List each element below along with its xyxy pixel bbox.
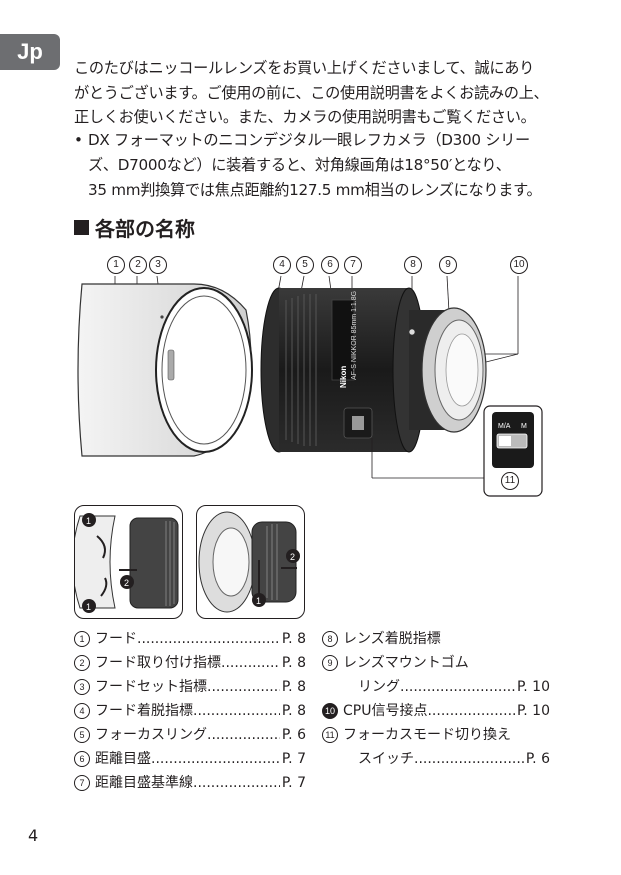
part-label: リング (358, 679, 400, 695)
part-page: P. 10 (517, 703, 550, 719)
list-item: 9 レンズマウントゴム (322, 651, 550, 675)
parts-list-right: 8 レンズ着脱指標 9 レンズマウントゴム リング P. 10 10 CPU信号接点 P.… (322, 627, 550, 771)
heading-square-icon (74, 220, 89, 235)
callout-11: 11 (501, 472, 519, 490)
step-2-label: 2 (290, 552, 295, 562)
diagram-callouts: 1 2 3 4 5 6 7 8 9 10 (0, 256, 621, 276)
step-1-label: 1 (86, 516, 91, 526)
part-label: レンズ着脱指標 (343, 631, 441, 647)
list-item: スイッチ P. 6 (322, 747, 550, 771)
part-page: P. 6 (281, 727, 306, 743)
page-number: 4 (28, 826, 39, 845)
list-item: 7 距離目盛基準線 P. 7 (74, 771, 306, 795)
list-item: 8 レンズ着脱指標 (322, 627, 550, 651)
part-label: フード着脱指標 (95, 703, 193, 719)
part-page: P. 7 (281, 775, 306, 791)
dx-format-note: • DX フォーマットのニコンデジタル一眼レフカメラ（D300 シリー ズ、D7… (74, 128, 564, 203)
lens-cap-panel: 1 2 (196, 505, 305, 619)
intro-paragraph: このたびはニッコールレンズをお買い上げくださいまして、誠にあり がとうございます… (74, 56, 564, 130)
part-label: 距離目盛 (95, 751, 151, 767)
part-label: 距離目盛基準線 (95, 775, 193, 791)
intro-line: がとうございます。ご使用の前に、この使用説明書をよくお読みの上、 (74, 83, 549, 102)
callout-3: 3 (149, 256, 167, 274)
part-number: 11 (322, 727, 338, 743)
lens-parts-diagram: AF-S NIKKOR 85mm 1:1.8G Nikon M/A M (77, 275, 543, 497)
part-page: P. 7 (281, 751, 306, 767)
callout-7: 7 (344, 256, 362, 274)
lens-model-text: AF-S NIKKOR 85mm 1:1.8G (351, 291, 358, 380)
switch-ma-label: M/A (498, 423, 511, 430)
part-number: 2 (74, 655, 90, 671)
list-item: 3 フードセット指標 P. 8 (74, 675, 306, 699)
list-item: 4 フード着脱指標 P. 8 (74, 699, 306, 723)
parts-list-left: 1 フード P. 8 2 フード取り付け指標 P. 8 3 フードセット指標 P. 8 4フ… (74, 627, 306, 795)
callout-8: 8 (404, 256, 422, 274)
callout-5: 5 (296, 256, 314, 274)
list-item: 1 フード P. 8 (74, 627, 306, 651)
heading-text: 各部の名称 (95, 217, 195, 241)
part-number: 3 (74, 679, 90, 695)
bullet-line: ズ、D7000など）に装着すると、対角線画角は18°50′となり、 (88, 156, 511, 174)
part-number: 4 (74, 703, 90, 719)
hood-attach-panel: 1 2 1 (74, 505, 183, 619)
part-label: フード取り付け指標 (95, 655, 221, 671)
list-item: 2 フード取り付け指標 P. 8 (74, 651, 306, 675)
part-page: P. 8 (281, 679, 306, 695)
step-1-label: 1 (256, 596, 261, 606)
part-label: スイッチ (358, 751, 414, 767)
section-heading: 各部の名称 (74, 213, 195, 242)
bullet-line: DX フォーマットのニコンデジタル一眼レフカメラ（D300 シリー (88, 131, 530, 149)
part-label: CPU信号接点 (343, 703, 428, 719)
callout-6: 6 (321, 256, 339, 274)
step-2-label: 2 (124, 578, 129, 588)
part-number: 10 (322, 703, 338, 719)
callout-10: 10 (510, 256, 528, 274)
part-label: フードセット指標 (95, 679, 207, 695)
switch-m-label: M (521, 423, 527, 430)
list-item: 5 フォーカスリング P. 6 (74, 723, 306, 747)
step-1-label: 1 (86, 602, 91, 612)
part-number: 7 (74, 775, 90, 791)
callout-1: 1 (107, 256, 125, 274)
list-item: リング P. 10 (322, 675, 550, 699)
callout-4: 4 (273, 256, 291, 274)
part-number: 9 (322, 655, 338, 671)
intro-line: このたびはニッコールレンズをお買い上げくださいまして、誠にあり (74, 59, 534, 77)
bullet-mark: • (74, 131, 83, 149)
part-page: P. 8 (281, 655, 306, 671)
callout-9: 9 (439, 256, 457, 274)
part-number: 6 (74, 751, 90, 767)
list-item: 11 フォーカスモード切り換え (322, 723, 550, 747)
part-page: P. 8 (281, 631, 306, 647)
callout-2: 2 (129, 256, 147, 274)
part-page: P. 6 (525, 751, 550, 767)
part-page: P. 10 (517, 679, 550, 695)
part-number: 8 (322, 631, 338, 647)
list-item: 10 CPU信号接点 P. 10 (322, 699, 550, 723)
language-tab: Jp (0, 34, 60, 70)
bullet-line: 35 mm判換算では焦点距離約127.5 mm相当のレンズになります。 (88, 181, 542, 199)
part-label: フォーカスモード切り換え (343, 727, 511, 743)
part-label: レンズマウントゴム (343, 655, 469, 671)
list-item: 6 距離目盛 P. 7 (74, 747, 306, 771)
lens-brand-text: Nikon (339, 366, 348, 388)
part-label: フード (95, 631, 137, 647)
part-label: フォーカスリング (95, 727, 207, 743)
intro-line: 正しくお使いください。また、カメラの使用説明書もご覧ください。 (74, 108, 536, 126)
part-page: P. 8 (281, 703, 306, 719)
part-number: 5 (74, 727, 90, 743)
part-number: 1 (74, 631, 90, 647)
